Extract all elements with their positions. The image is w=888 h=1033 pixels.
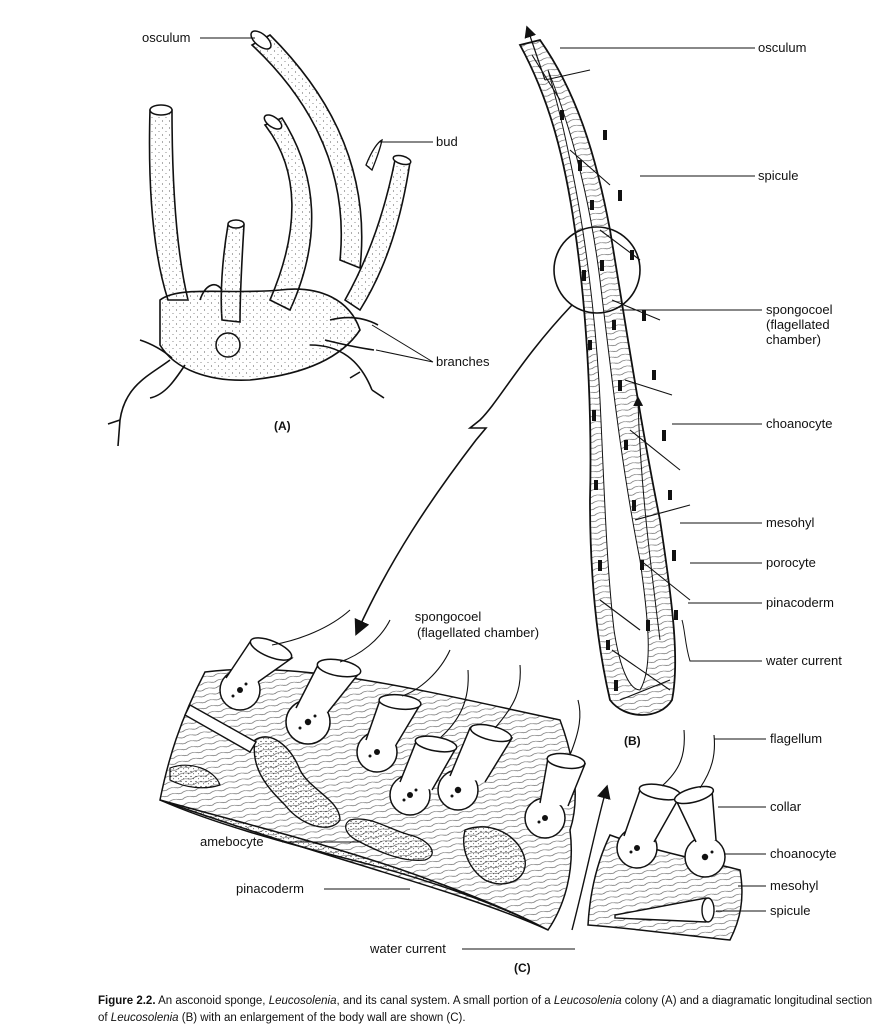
label-choanocyte-c: choanocyte [770,846,837,861]
enlargement-pointer [354,304,573,636]
label-spongocoel-b-3: chamber) [766,332,821,347]
caption-genus-2: Leucosolenia [553,995,622,1007]
colony-base [159,288,361,381]
label-spicule-b: spicule [758,168,798,183]
label-pinacoderm-b: pinacoderm [766,595,834,610]
colony-branches [107,284,385,447]
panel-c-labels: spongocoel (flagellated chamber) amebocy… [200,609,837,975]
colony-tube-right [343,159,411,312]
wall-spicule-left [184,704,257,753]
label-bud: bud [436,134,458,149]
bud-outgrowth [365,138,383,172]
caption-text-2: , and its canal system. A small portion … [336,995,554,1007]
caption-text-3: colony (A) and a diagramatic longitudina… [98,995,873,1024]
label-spongocoel-c-1: spongocoel [415,609,482,624]
figure-caption: Figure 2.2. An asconoid sponge, Leucosol… [98,993,878,1027]
enlargement-circle [553,226,641,314]
colony-tube-tall [250,34,363,270]
choanocyte-cells-left [219,609,587,839]
label-water-current-c: water current [369,941,446,956]
colony-tube-left [148,109,190,301]
excurrent-arrow [524,25,546,81]
label-porocyte-b: porocyte [766,555,816,570]
branch-loop [215,332,241,358]
label-pinacoderm-c: pinacoderm [236,881,304,896]
nucleus-dots-left [231,682,548,824]
panel-b-tag: (B) [624,734,641,748]
label-water-current-b: water current [765,653,842,668]
label-osculum-a: osculum [142,30,190,45]
amebocyte-blob-1 [253,736,341,828]
caption-figure-number: Figure 2.2. [98,995,156,1007]
wall-slab-left [159,668,576,931]
body-wall-enlargement [159,609,743,941]
wall-cells [560,110,678,691]
label-mesohyl-b: mesohyl [766,515,815,530]
choanocyte-cells-right [616,729,726,878]
label-spongocoel-b-1: spongocoel [766,302,833,317]
caption-genus-3: Leucosolenia [110,1012,179,1024]
label-amebocyte: amebocyte [200,834,264,849]
label-choanocyte-b: choanocyte [766,416,833,431]
colony-tube-middle [263,117,313,312]
label-flagellum: flagellum [770,731,822,746]
amebocyte-blob-2 [463,826,526,885]
pore-water-current-arrow [571,784,611,931]
label-spongocoel-b-2: (flagellated [766,317,830,332]
amebocyte-blob-4 [169,764,221,789]
pinacoderm-layer-left [159,799,549,931]
body-outline [518,38,677,716]
label-osculum-b: osculum [758,40,806,55]
label-branches: branches [436,354,490,369]
internal-water-current [633,396,661,641]
panel-a-tag: (A) [274,419,291,433]
section-spicules [531,54,691,701]
label-collar: collar [770,799,802,814]
panel-a-labels: osculum bud branches (A) [142,30,490,433]
panel-c-tag: (C) [514,961,531,975]
sponge-colony-illustration [107,30,412,447]
panel-b-labels: osculum spicule spongocoel (flagellated … [560,40,842,748]
label-spicule-c: spicule [770,903,810,918]
caption-text-1: An asconoid sponge, [155,995,269,1007]
caption-text-4: (B) with an enlargement of the body wall… [178,1012,466,1024]
label-spongocoel-c-2: (flagellated chamber) [417,625,539,640]
label-mesohyl-c: mesohyl [770,878,819,893]
caption-genus-1: Leucosolenia [268,995,337,1007]
amebocyte-blob-3 [345,818,433,861]
longitudinal-section-illustration [354,25,691,716]
nucleus-dots-right [629,845,714,861]
spongocoel-cavity [547,69,649,691]
